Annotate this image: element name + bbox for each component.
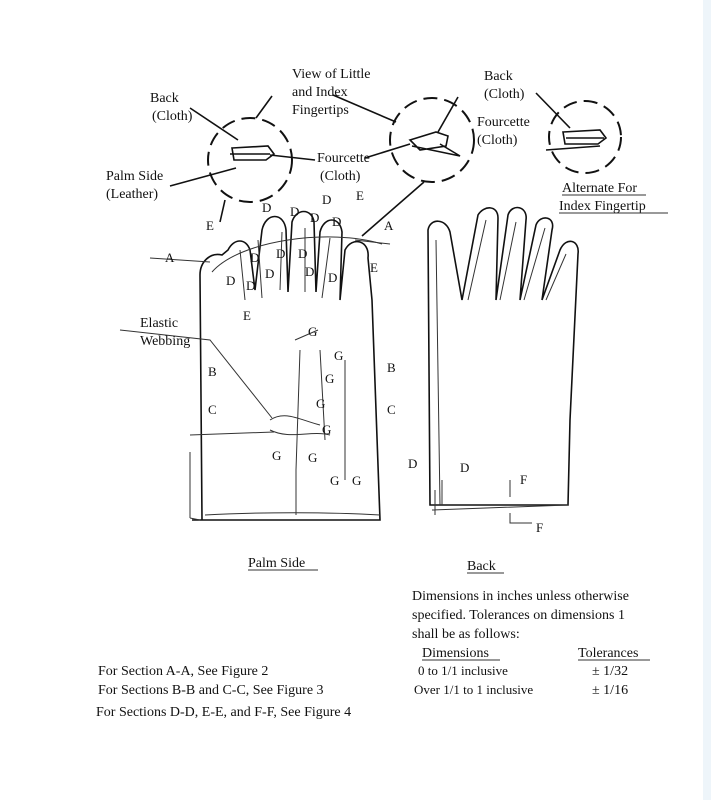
label-text: For Section A-A, See Figure 2 xyxy=(98,664,268,679)
label-text: View of Little xyxy=(292,67,370,82)
label-text: Fourcette xyxy=(317,151,370,166)
header-tolerances: Tolerances xyxy=(578,646,638,661)
label-text: D xyxy=(276,246,285,261)
label-text: C xyxy=(208,402,217,417)
label-text: F xyxy=(536,520,543,535)
caption-palm-side: Palm Side xyxy=(248,556,305,571)
label-text: D xyxy=(408,456,417,471)
callout-back-cloth-left: Back (Cloth) xyxy=(150,91,193,124)
label-text: B xyxy=(208,364,217,379)
label-text: Dimensions in inches unless otherwise xyxy=(412,589,629,604)
label-text: D xyxy=(250,250,259,265)
label-text: D xyxy=(290,204,299,219)
label-text: For Sections D-D, E-E, and F-F, See Figu… xyxy=(96,705,351,720)
callout-back-cloth-right: Back (Cloth) xyxy=(484,69,525,102)
back-glove xyxy=(427,206,579,524)
label-text: E xyxy=(206,218,214,233)
label-text: D xyxy=(310,210,319,225)
label-text: Back xyxy=(150,91,179,106)
label-text: C xyxy=(387,402,396,417)
detail-view-right xyxy=(535,92,622,174)
row-tolerance: ± 1/32 xyxy=(592,664,628,679)
label-text: D xyxy=(305,264,314,279)
row-tolerance: ± 1/16 xyxy=(592,683,628,698)
label-text: G xyxy=(316,396,325,411)
label-text: Elastic xyxy=(140,316,178,331)
label-text: Alternate For xyxy=(562,181,637,196)
label-text: D xyxy=(298,246,307,261)
callout-view-fingertips: View of Little and Index Fingertips xyxy=(292,67,370,118)
label-text: Fourcette xyxy=(477,115,530,130)
label-text: D xyxy=(328,270,337,285)
label-text: A xyxy=(384,218,394,233)
label-text: D xyxy=(332,214,341,229)
label-text: (Cloth) xyxy=(152,109,193,124)
section-letters: A A E E E E D D D D D D D D D D D D D G … xyxy=(165,188,543,535)
label-text: G xyxy=(334,348,343,363)
label-text: G xyxy=(352,473,361,488)
detail-view-left xyxy=(169,95,316,223)
label-text: D xyxy=(262,200,271,215)
label-text: A xyxy=(165,250,175,265)
label-text: shall be as follows: xyxy=(412,627,520,642)
callout-fourcette-right: Fourcette (Cloth) xyxy=(477,115,530,148)
label-text: B xyxy=(387,360,396,375)
dimensions-note: Dimensions in inches unless otherwise sp… xyxy=(412,589,629,642)
caption-back: Back xyxy=(467,559,496,574)
label-text: G xyxy=(272,448,281,463)
label-text: E xyxy=(370,260,378,275)
label-text: G xyxy=(308,324,317,339)
callout-fourcette-left: Fourcette (Cloth) xyxy=(317,151,370,184)
label-text: (Cloth) xyxy=(320,169,361,184)
label-text: Index Fingertip xyxy=(559,199,646,214)
label-text: G xyxy=(330,473,339,488)
label-text: G xyxy=(325,371,334,386)
page-edge xyxy=(703,0,711,800)
callout-alternate: Alternate For Index Fingertip xyxy=(559,181,668,214)
callout-elastic: Elastic Webbing xyxy=(140,316,190,349)
label-text: D xyxy=(246,278,255,293)
label-text: Back xyxy=(484,69,513,84)
label-text: F xyxy=(520,472,527,487)
label-text: D xyxy=(460,460,469,475)
label-text: (Cloth) xyxy=(477,133,518,148)
section-references: For Section A-A, See Figure 2 For Sectio… xyxy=(96,664,351,720)
label-text: and Index xyxy=(292,85,348,100)
tolerance-table: Dimensions Tolerances 0 to 1/1 inclusive… xyxy=(414,646,650,698)
label-text: specified. Tolerances on dimensions 1 xyxy=(412,608,625,623)
palm-side-glove xyxy=(119,210,391,521)
header-dimensions: Dimensions xyxy=(422,646,489,661)
callout-palm-leather: Palm Side (Leather) xyxy=(106,169,163,202)
label-text: D xyxy=(265,266,274,281)
label-text: G xyxy=(308,450,317,465)
row-dimension: 0 to 1/1 inclusive xyxy=(418,663,508,678)
label-text: Webbing xyxy=(140,334,190,349)
label-text: Palm Side xyxy=(106,169,163,184)
label-text: Fingertips xyxy=(292,103,349,118)
label-text: (Leather) xyxy=(106,187,158,202)
label-text: D xyxy=(226,273,235,288)
row-dimension: Over 1/1 to 1 inclusive xyxy=(414,682,533,697)
label-text: For Sections B-B and C-C, See Figure 3 xyxy=(98,683,324,698)
label-text: E xyxy=(243,308,251,323)
label-text: D xyxy=(322,192,331,207)
detail-view-middle xyxy=(332,94,475,237)
label-text: (Cloth) xyxy=(484,87,525,102)
label-text: G xyxy=(322,422,331,437)
label-text: E xyxy=(356,188,364,203)
